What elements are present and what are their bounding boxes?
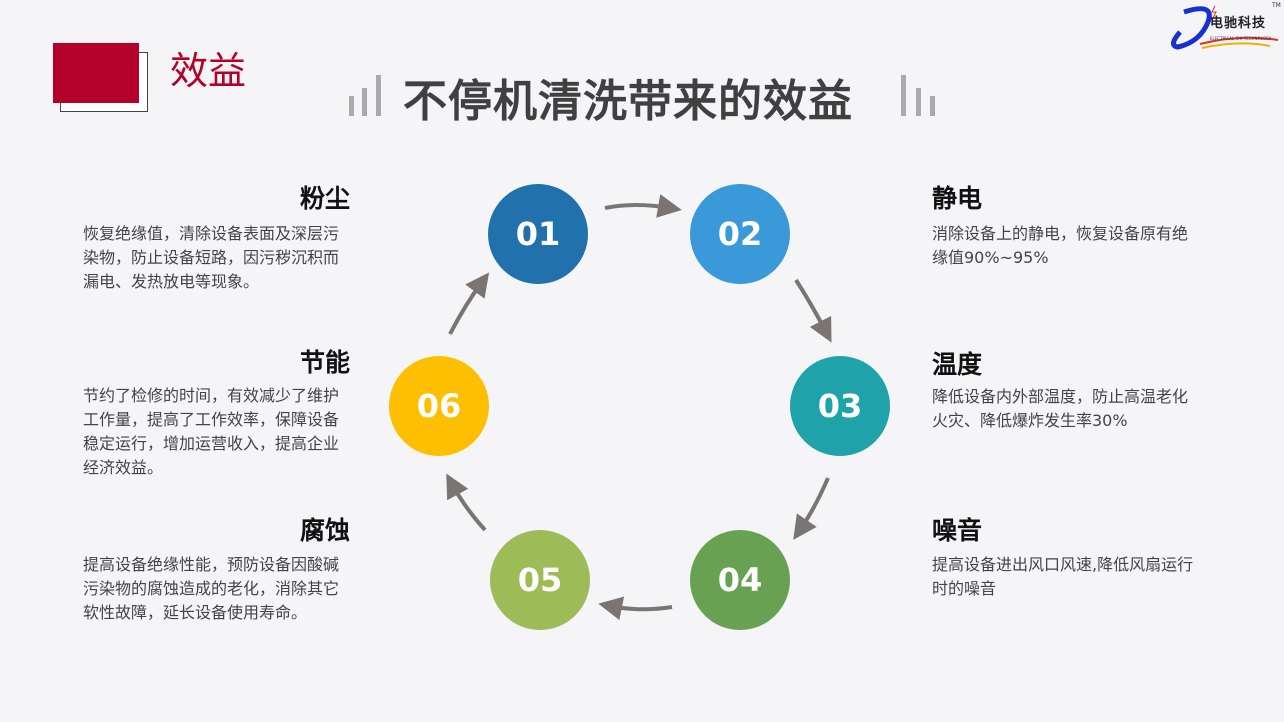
title-deco-bar bbox=[916, 88, 921, 116]
logo-tm: TM bbox=[1272, 2, 1281, 9]
desc-noise: 提高设备进出风口风速,降低风扇运行时的噪音 bbox=[932, 555, 1194, 598]
arrow-01-02 bbox=[604, 194, 682, 218]
logo-text: 电驰科技 bbox=[1210, 16, 1267, 31]
heading-temperature: 温度 bbox=[932, 350, 983, 379]
company-logo bbox=[1170, 2, 1280, 58]
step-circle-03: 03 bbox=[790, 356, 890, 456]
arrow-06-01 bbox=[448, 272, 490, 335]
step-circle-02: 02 bbox=[690, 184, 790, 284]
heading-energy: 节能 bbox=[299, 348, 350, 377]
title-deco-bar bbox=[376, 75, 381, 116]
title-deco-bar bbox=[930, 96, 935, 116]
heading-corrosion: 腐蚀 bbox=[299, 516, 350, 545]
desc-temperature: 降低设备内外部温度，防止高温老化火灾、降低爆炸发生率30% bbox=[932, 387, 1189, 430]
heading-static: 静电 bbox=[932, 184, 983, 213]
section-marker bbox=[53, 43, 139, 103]
step-circle-05: 05 bbox=[490, 530, 590, 630]
desc-energy: 节约了检修的时间，有效减少了维护工作量，提高了工作效率，保障设备稳定运行，增加运… bbox=[83, 386, 340, 477]
section-label: 效益 bbox=[170, 49, 247, 93]
heading-dust: 粉尘 bbox=[299, 184, 350, 213]
step-circle-01: 01 bbox=[488, 184, 588, 284]
title-deco-bar bbox=[362, 88, 367, 116]
step-circle-06: 06 bbox=[389, 356, 489, 456]
desc-corrosion: 提高设备绝缘性能，预防设备因酸碱污染物的腐蚀造成的老化，消除其它软性故障，延长设… bbox=[83, 555, 340, 622]
page-title: 不停机清洗带来的效益 bbox=[403, 76, 853, 127]
arrow-03-04 bbox=[793, 477, 830, 540]
title-deco-bar bbox=[901, 75, 906, 116]
desc-dust: 恢复绝缘值，清除设备表面及深层污染物，防止设备短路，因污秽沉积而漏电、发热放电等… bbox=[83, 224, 340, 291]
heading-noise: 噪音 bbox=[932, 516, 983, 545]
step-circle-04: 04 bbox=[690, 530, 790, 630]
arrow-05-06 bbox=[446, 473, 487, 532]
arrow-02-03 bbox=[794, 278, 832, 343]
title-deco-bar bbox=[349, 96, 354, 116]
desc-static: 消除设备上的静电，恢复设备原有绝缘值90%~95% bbox=[932, 224, 1189, 267]
arrow-04-05 bbox=[598, 596, 673, 621]
logo-subtitle: ELECTRICAL CHI TECHNOLOGY bbox=[1210, 36, 1272, 41]
